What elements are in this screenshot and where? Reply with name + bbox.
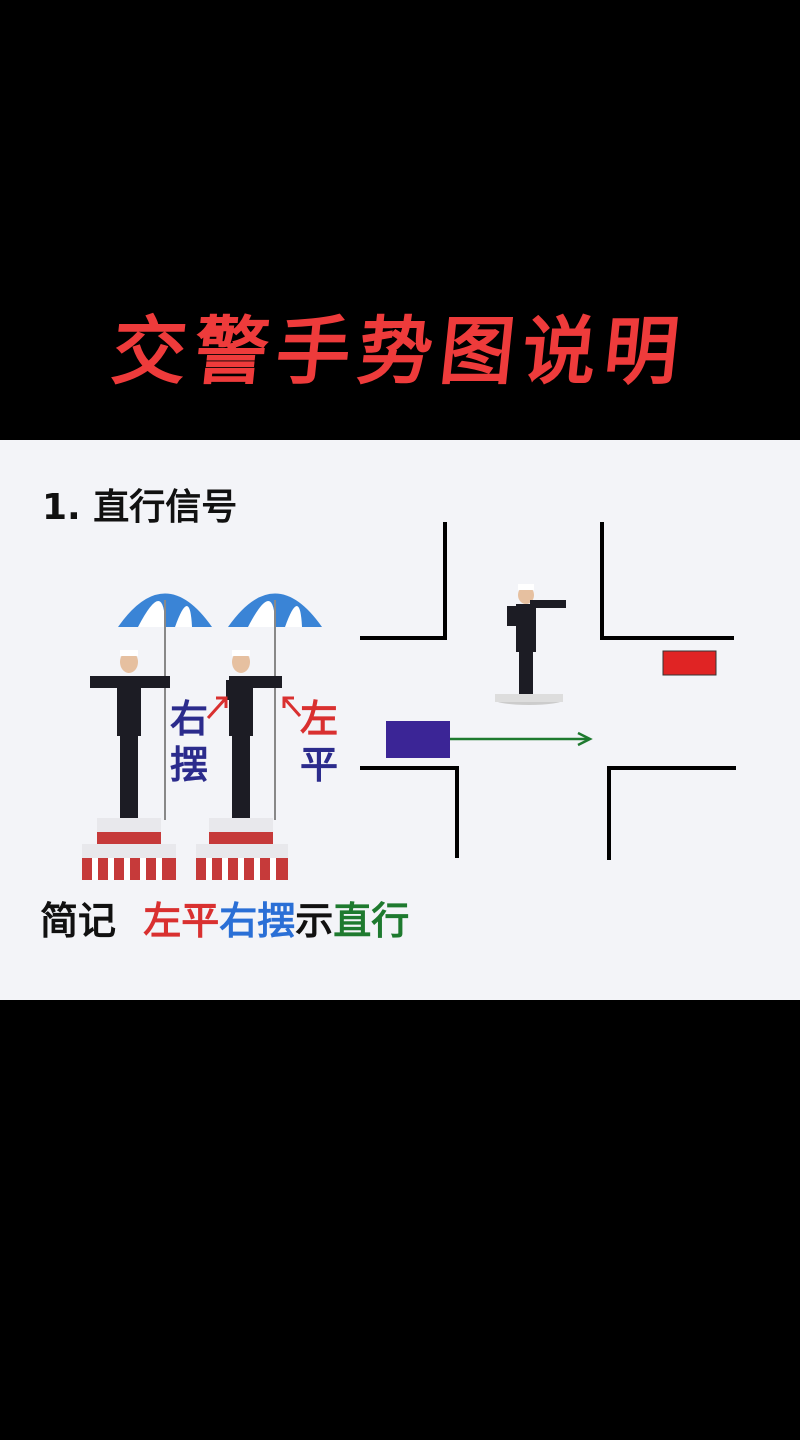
left-flat-char-1: 左 [300, 696, 339, 741]
vehicle-blue [386, 721, 450, 758]
left-flat-label: 左 平 [300, 696, 338, 788]
left-flat-char-2: 平 [300, 742, 339, 787]
right-swing-char-1: 右 [170, 696, 209, 741]
section-heading: 1. 直行信号 [42, 487, 238, 528]
officer-figure-middle [196, 593, 322, 880]
officer-figure-center [495, 584, 566, 705]
officer-figure-left [82, 593, 212, 880]
mnemonic-left-flat: 左平 [143, 898, 220, 943]
mnemonic-right-swing: 右摆 [219, 898, 296, 943]
vehicle-red [662, 650, 717, 676]
mnemonic-prefix: 简记 [40, 898, 117, 943]
intersection-map [360, 522, 736, 860]
right-swing-label: 右 摆 [170, 696, 208, 788]
swing-arrow-icon [206, 696, 228, 720]
mnemonic-note: 简记 左平右摆示直行 [40, 890, 409, 945]
mnemonic-indicate: 示 [295, 898, 334, 943]
straight-arrow-icon [450, 731, 593, 747]
mnemonic-go-straight: 直行 [333, 898, 410, 943]
right-swing-char-2: 摆 [170, 742, 209, 787]
flat-arrow-icon [282, 696, 302, 717]
